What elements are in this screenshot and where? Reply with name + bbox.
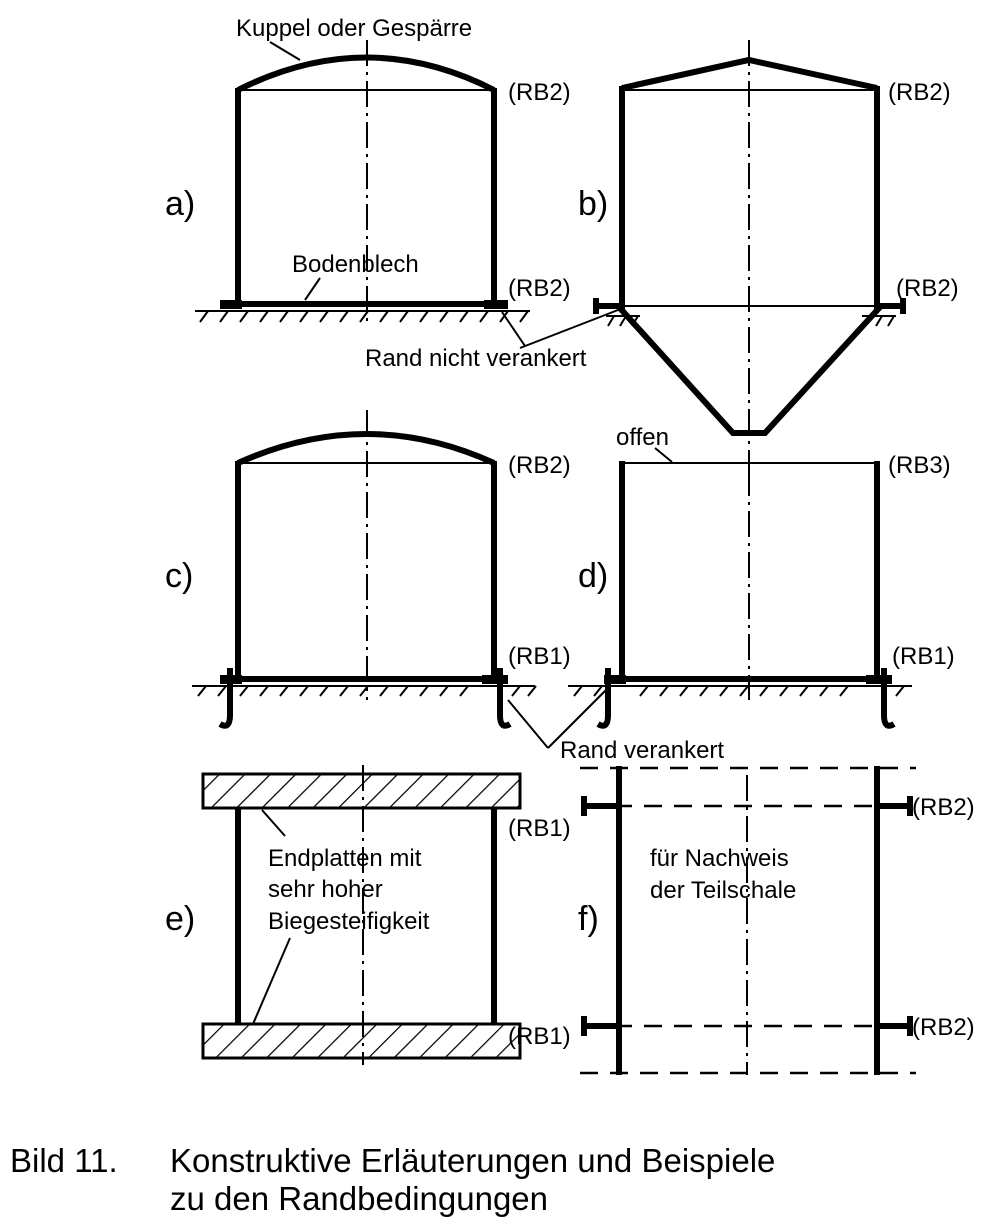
support-right-a [484, 300, 508, 309]
leader-e-bottom [252, 937, 291, 1025]
rb-d-bottom: (RB1) [892, 643, 955, 670]
support-left-d [604, 675, 626, 684]
panel-letter-e: e) [165, 900, 195, 938]
leader-ab-2 [519, 309, 619, 349]
panel-d: offen (RB3) (RB1) d) [568, 424, 955, 729]
hopper-b [615, 303, 884, 436]
panel-c: (RB2) (RB1) c) [165, 410, 571, 729]
label-offen: offen [616, 424, 669, 451]
leader-floor-a [304, 277, 321, 301]
support-right-d [866, 675, 892, 684]
support-left-a [220, 300, 242, 309]
panel-f: für Nachweis der Teilschale (RB2) (RB2) … [578, 766, 975, 1075]
rb-f-bottom: (RB2) [912, 1014, 975, 1041]
rb-c-top: (RB2) [508, 452, 571, 479]
label-rand-verankert: Rand verankert [560, 737, 724, 764]
rb-d-top: (RB3) [888, 452, 951, 479]
panel-e: Endplatten mit sehr hoher Biegesteifigke… [165, 765, 571, 1065]
rb-a-top: (RB2) [508, 79, 571, 106]
panel-a: Kuppel oder Gespärre Bodenblech (RB2) (R… [165, 15, 571, 325]
boundary-conditions-figure: Kuppel oder Gespärre Bodenblech (RB2) (R… [165, 15, 975, 1075]
panel-letter-a: a) [165, 185, 195, 223]
rb-e-top: (RB1) [508, 815, 571, 842]
rb-e-bottom: (RB1) [508, 1023, 571, 1050]
leader-cd-1 [507, 699, 549, 749]
leader-e-top [261, 809, 286, 837]
panel-letter-c: c) [165, 557, 193, 595]
leader-offen [654, 447, 673, 463]
conical-roof-b [621, 56, 878, 91]
end-plate-top-e [201, 772, 522, 810]
leader-top-a [269, 41, 301, 61]
leader-cd-2 [547, 689, 607, 749]
label-rand-nicht-verankert: Rand nicht verankert [365, 345, 587, 372]
caption-number: Bild 11. [10, 1142, 118, 1179]
ground-hatch-d [573, 685, 905, 697]
note-f-line2: der Teilschale [650, 877, 796, 904]
dome-a [236, 54, 496, 93]
dome-c [236, 431, 496, 466]
rb-a-bottom: (RB2) [508, 275, 571, 302]
flanges-f [581, 796, 913, 1036]
note-e-line3: Biegesteifigkeit [268, 908, 430, 935]
note-rand-nicht-verankert: Rand nicht verankert [365, 309, 619, 372]
rb-c-bottom: (RB1) [508, 643, 571, 670]
note-e-line1: Endplatten mit [268, 845, 422, 872]
anchor-right-c [497, 668, 512, 729]
note-rand-verankert: Rand verankert [507, 689, 724, 764]
support-right-c [482, 675, 508, 684]
panel-letter-d: d) [578, 557, 608, 595]
panel-letter-f: f) [578, 900, 599, 938]
note-f-line1: für Nachweis [650, 845, 789, 872]
panel-letter-b: b) [578, 185, 608, 223]
rb-b-bottom: (RB2) [896, 275, 959, 302]
anchor-left-c [218, 668, 233, 729]
label-kuppel: Kuppel oder Gespärre [236, 15, 472, 42]
ground-hatch-a [199, 310, 529, 323]
note-e-line2: sehr hoher [268, 876, 383, 903]
end-plate-bottom-e [201, 1022, 522, 1060]
anchor-left-d [596, 668, 611, 729]
anchor-right-d [881, 668, 896, 729]
leader-ab-1 [501, 311, 526, 347]
ground-hatch-c [197, 685, 537, 697]
rb-f-top: (RB2) [912, 794, 975, 821]
caption-line2: zu den Randbedingungen [170, 1180, 549, 1217]
rb-b-top: (RB2) [888, 79, 951, 106]
panel-b: (RB2) (RB2) b) [578, 40, 959, 470]
caption-line1: Konstruktive Erläuterungen und Beispiele [170, 1142, 776, 1179]
support-hatch-b [606, 315, 896, 327]
label-bodenblech: Bodenblech [292, 251, 419, 278]
